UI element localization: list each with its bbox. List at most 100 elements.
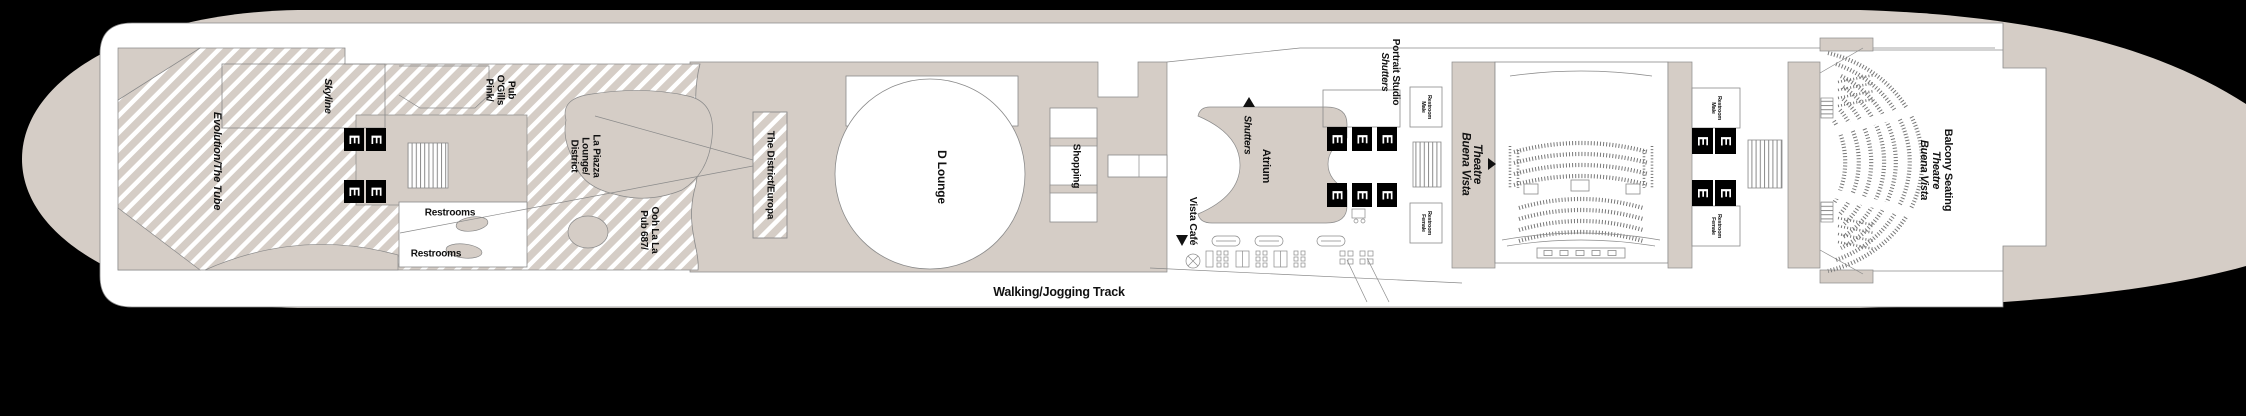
theatre-stage [1536,247,1626,259]
svg-text:District: District [569,140,580,174]
pink-ogills-room [398,65,490,109]
svg-text:Restroom: Restroom [1426,211,1432,235]
shopping-divider-1 [1049,137,1098,147]
theatre-wall-aft-2 [1787,61,1821,269]
venue-label-d-lounge: D Lounge [935,150,949,204]
balcony-seating [1822,50,1927,274]
theatre-wall-aft-1 [1667,61,1693,269]
district-floor-blob [567,215,609,249]
skyline-room [221,63,386,129]
svg-text:Pub: Pub [506,81,517,99]
venue-label-buena-vista-theatre: Buena Vista Theatre [1459,132,1483,196]
elevator-bank-forward: E E E E [344,128,386,203]
restroom-fixture-1 [455,216,489,232]
svg-text:Lounge/: Lounge/ [580,137,591,175]
stairs-forward-icon [407,142,449,189]
venue-label-vista-cafe: Vista Café [1187,197,1199,246]
cafe-floor-edge [1149,267,1463,284]
venue-label-skyline: Skyline [322,78,334,114]
theatre-seating [1501,70,1661,259]
balcony-ceiling-strip-bottom [1819,269,1874,284]
elevator-icon: E [368,135,385,145]
venue-label-pub-687-ooh-la-la: Pub 687/ Ooh La La [638,206,660,254]
venue-label-evolution-the-tube: Evolution/The Tube [211,112,223,210]
district-lounge-floor [564,90,713,199]
elevator-icon: E [1717,188,1734,198]
elevator-icon: E [346,135,363,145]
buena-vista-theatre-marker-icon [1488,158,1496,170]
svg-text:Buena Vista: Buena Vista [1918,140,1930,200]
elevator-icon: E [346,187,363,197]
elevator-icon: E [1379,190,1396,200]
elevator-icon: E [1354,190,1371,200]
elevator-icon: E [1717,136,1734,146]
svg-text:Shutters: Shutters [1379,53,1390,93]
venue-label-shutters: Shutters [1242,116,1253,156]
svg-text:Theatre: Theatre [1471,144,1483,185]
elevator-icon: E [1694,188,1711,198]
venue-label-district-lounge-la-piazza: District Lounge/ La Piazza [569,134,602,178]
vista-cafe-furniture [1185,208,1390,303]
stairs-atrium-icon [1412,141,1442,188]
restroom-fixture-2 [445,243,483,259]
venue-label-the-district-europa: The District/Europa [765,131,776,220]
balcony-stairs-lower-icon [1820,201,1834,223]
venue-label-buena-vista-balcony: Buena Vista Theatre Balcony Seating [1918,129,1954,212]
svg-text:O'Gills: O'Gills [495,75,506,106]
elevator-icon: E [1694,136,1711,146]
svg-text:Female: Female [1710,217,1716,235]
shopping-divider-2 [1049,184,1098,194]
female-restroom-label-1: Female Restroom [1420,211,1432,235]
elevator-icon: E [1354,134,1371,144]
stairs-aft-icon [1747,139,1783,189]
vista-cafe-marker-icon [1176,235,1188,246]
bow-corner-bottom [117,207,202,271]
male-restroom-room-1 [1409,86,1443,128]
elevator-bank-aft: E E E E [1692,128,1736,206]
venue-label-atrium: Atrium [1260,149,1272,184]
balcony-boundary-lines [1819,47,2003,275]
district-leader-lines [399,115,754,234]
svg-text:Restroom: Restroom [1426,95,1432,119]
balcony-ceiling-strip-top [1819,37,1874,52]
restrooms-label-2: Restrooms [411,249,462,260]
svg-text:Buena Vista: Buena Vista [1459,132,1471,196]
male-restroom-label-1: Male Restroom [1420,95,1432,119]
venue-label-shopping: Shopping [1071,144,1082,189]
forward-corridor [204,244,399,271]
restrooms-label-1: Restrooms [425,208,476,219]
balcony-stairs-upper-icon [1820,97,1834,119]
female-restroom-room-1 [1409,202,1443,244]
elevator-icon: E [1379,134,1396,144]
midship-corridor [1107,154,1168,178]
d-lounge-room [834,78,1026,270]
svg-text:Restroom: Restroom [1716,96,1722,120]
svg-text:Male: Male [1420,101,1426,113]
elevator-bank-atrium: E E E E E E [1327,127,1397,207]
shopping-room [1049,107,1098,223]
svg-text:Balcony Seating: Balcony Seating [1942,129,1954,212]
bow-corner-top [117,47,202,101]
elevator-icon: E [1329,190,1346,200]
elevator-icon: E [1329,134,1346,144]
svg-text:Male: Male [1710,102,1716,114]
male-restroom-label-2: Male Restroom [1710,96,1722,120]
female-restroom-label-2: Female Restroom [1710,214,1722,238]
svg-text:Pink/: Pink/ [484,79,495,102]
female-restroom-room-2 [1691,205,1741,247]
venue-label-shutters-portrait-studio: Shutters Portrait Studio [1379,39,1401,106]
elevator-icon: E [368,187,385,197]
svg-text:Portrait Studio: Portrait Studio [1390,39,1401,106]
svg-text:Female: Female [1420,214,1426,232]
hull-inner-line-top [1166,47,1995,63]
walking-jogging-track-label: Walking/Jogging Track [993,285,1125,299]
svg-text:Pub 687/: Pub 687/ [638,210,649,250]
svg-text:Restroom: Restroom [1716,214,1722,238]
shutters-marker-icon [1243,97,1255,107]
svg-text:La Piazza: La Piazza [591,134,602,178]
the-district-label-box [752,111,788,239]
venue-label-pink-ogills-pub: Pink/ O'Gills Pub [484,75,517,106]
svg-text:Theatre: Theatre [1930,151,1942,189]
